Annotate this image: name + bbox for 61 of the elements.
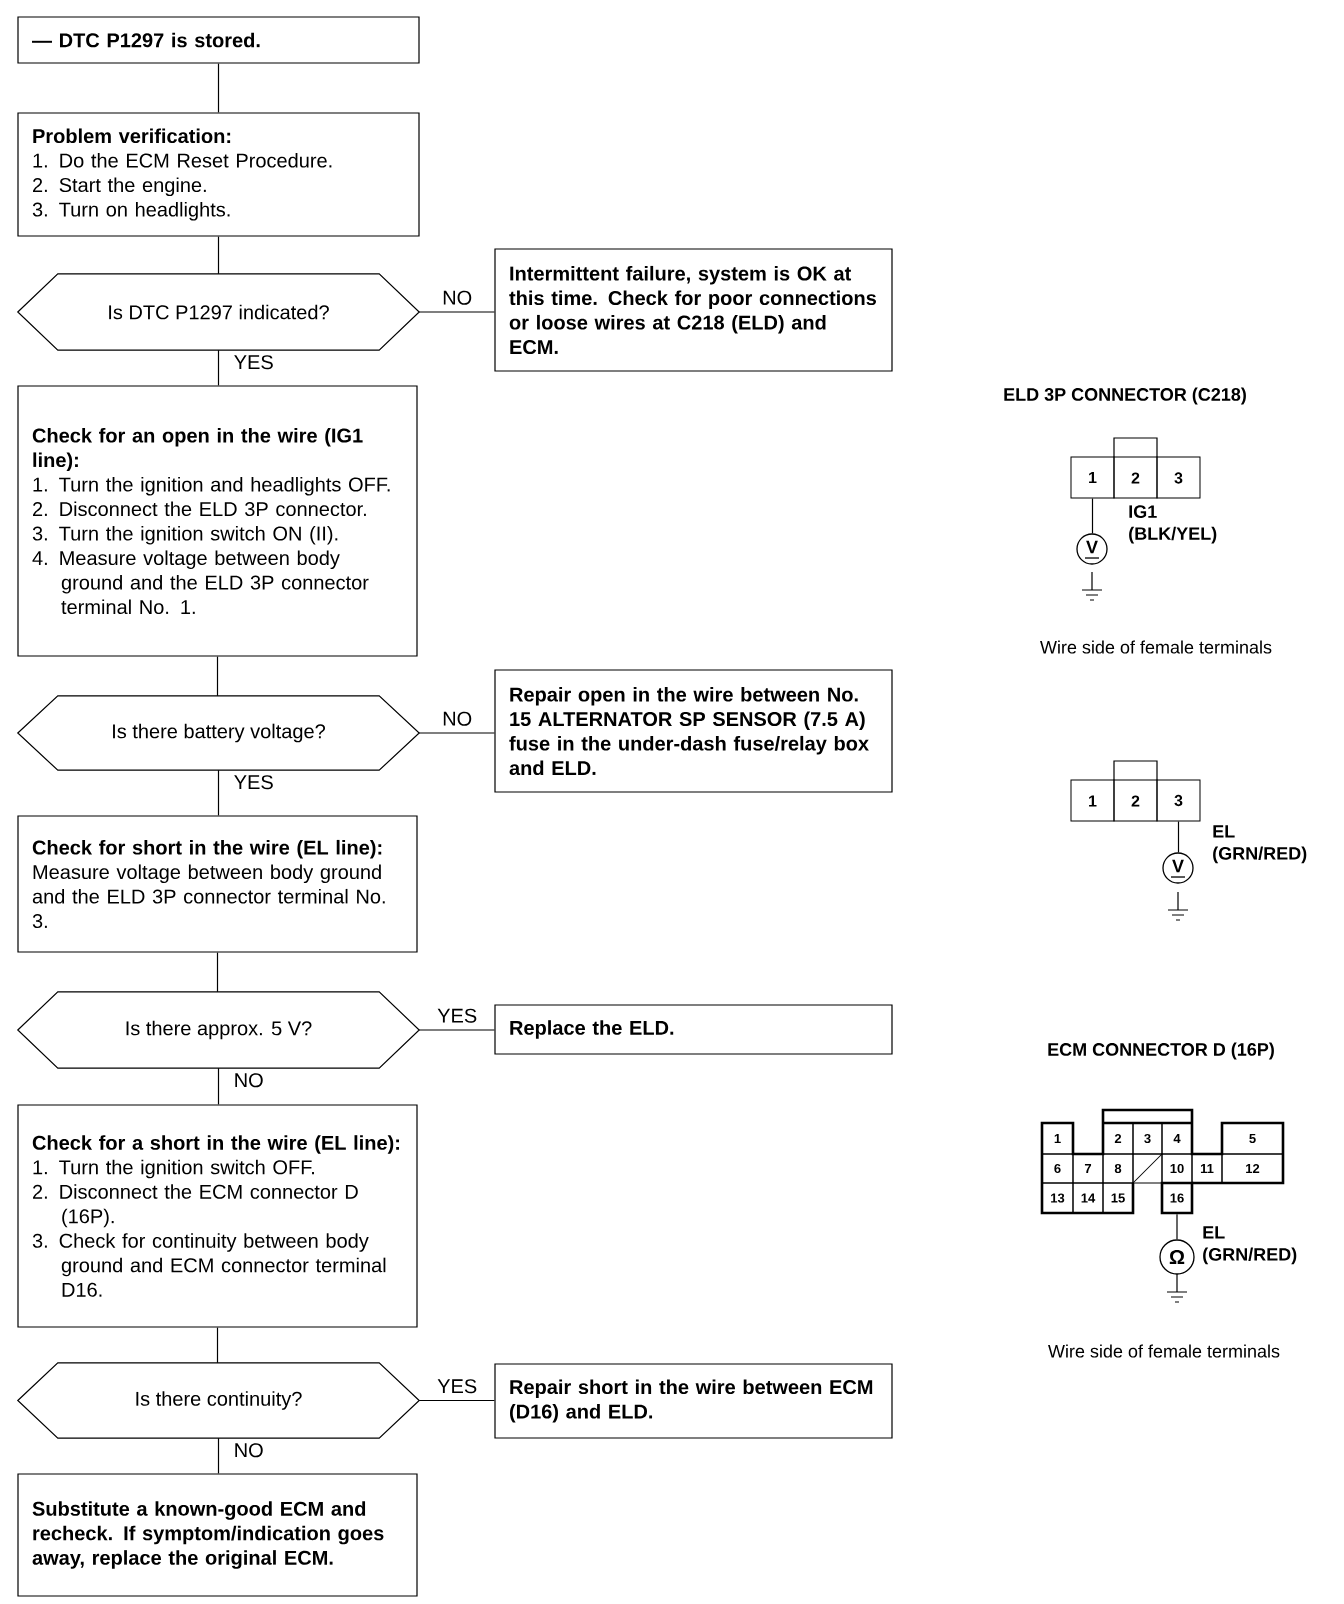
pin-number: 2 [1114,1133,1122,1144]
pin-number: 2 [1131,795,1140,807]
connector-line [418,1399,495,1402]
edge-label: NO [441,289,474,306]
connector-pin: 3 [1156,779,1201,822]
connector-line [1091,497,1094,534]
pin-number: 13 [1051,1193,1065,1203]
edge-label: YES [436,1378,479,1395]
pin-number: 11 [1200,1164,1214,1173]
connector-line [418,311,495,313]
view-caption: Wire side of female terminals [1048,1344,1280,1358]
process-box: Repair short in the wire between ECM (D16) and ELD. [494,1363,893,1439]
edge-label: YES [436,1007,479,1024]
connector-title: ELD 3P CONNECTOR (C218) [1004,387,1246,405]
process-box: Check for a short in the wire (EL line): 1. Turn the ignition switch OFF. 2. Disconnect the ECM connector D (16P). 3. Check for continuity between body ground and ECM connector terminal D16. [17,1104,418,1328]
pin-number: 3 [1144,1133,1151,1144]
pin-number: 6 [1054,1163,1061,1174]
pin-number: 14 [1081,1193,1096,1203]
pin-number: 4 [1173,1134,1181,1143]
pin-number: 8 [1114,1163,1122,1174]
pin-number: 7 [1084,1164,1092,1173]
pin-number: 1 [1054,1134,1061,1143]
connector-line [217,1067,220,1105]
edge-label: YES [232,774,275,791]
connector-line [217,1437,220,1474]
connector-line [1177,820,1180,853]
connector-line [217,236,220,275]
wire-label: EL (GRN/RED) [1203,1226,1297,1265]
process-box: Substitute a known-good ECM and recheck. If symptom/indication goes away, replace the original ECM. [17,1473,418,1597]
edge-label: NO [441,710,474,727]
connector-line [216,952,219,993]
process-box: Check for short in the wire (EL line): Measure voltage between body ground and the ELD 3P connector terminal No. 3. [17,815,418,953]
connector-line [418,1029,495,1031]
connector-line [216,1327,219,1364]
edge-label: NO [232,1442,265,1459]
process-box: Check for an open in the wire (IG1 line): 1. Turn the ignition and headlights OFF. 2. Disconnect the ELD 3P connector. 3. Turn the ignition switch ON (II). 4. Measure voltage between body ground and the ELD 3P connector terminal No. 1. [17,385,418,657]
wire-label: EL (GRN/RED) [1213,825,1307,864]
edge-label: YES [232,354,275,371]
connector-line [418,732,495,734]
process-box: Replace the ELD. [494,1004,893,1055]
connector-title: ECM CONNECTOR D (16P) [1048,1042,1274,1060]
connector-line [217,349,220,386]
connector-pin: 16 [1160,1181,1194,1215]
pin-number: 3 [1174,472,1183,484]
process-box: Intermittent failure, system is OK at this time. Check for poor connections or loose wires at C218 (ELD) and ECM. [494,248,893,372]
pin-number: 2 [1131,472,1140,484]
pin-number: 5 [1249,1134,1256,1144]
connector-line [216,656,219,697]
process-box: Repair open in the wire between No. 15 ALTERNATOR SP SENSOR (7.5 A) fuse in the under-dash fuse/relay box and ELD. [494,669,893,793]
pin-number: 1 [1089,795,1097,807]
connector-pin: 1 [1070,456,1115,499]
connector-line [1176,1213,1178,1240]
connector-line [217,769,220,816]
pin-number: 12 [1246,1163,1260,1174]
view-caption: Wire side of female terminals [1040,640,1272,654]
wire-label: IG1 (BLK/YEL) [1129,505,1217,544]
pin-number: 15 [1111,1193,1125,1203]
process-box: — DTC P1297 is stored. [17,16,420,64]
process-box: Problem verification: 1. Do the ECM Reset Procedure. 2. Start the engine. 3. Turn on headlights. [17,112,420,237]
edge-label: NO [232,1072,265,1089]
connector-line [217,63,220,113]
